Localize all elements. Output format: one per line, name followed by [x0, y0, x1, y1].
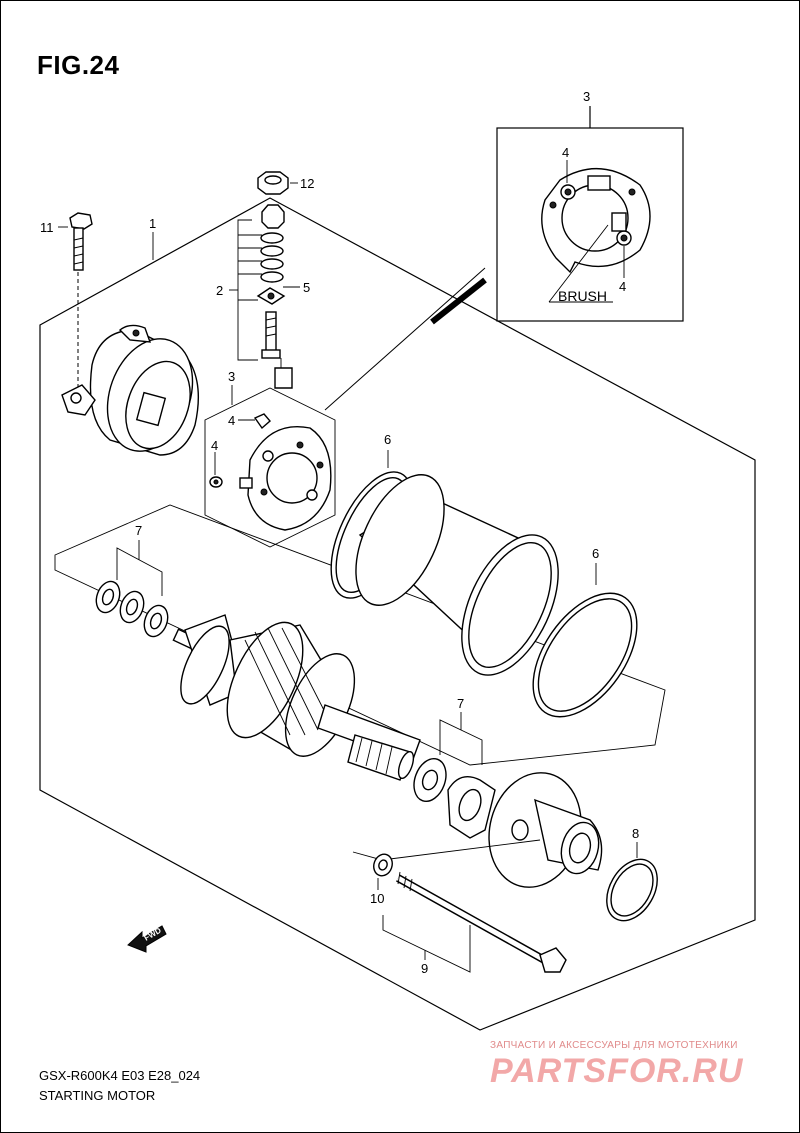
fwd-arrow-icon: [127, 925, 167, 953]
armature-group-outline: [54, 504, 666, 766]
callout-4-inset-right: 4: [619, 279, 626, 294]
callout-8: 8: [632, 826, 639, 841]
part-9-through-bolt: [396, 871, 567, 973]
leader-brush: [548, 224, 609, 303]
callout-4-main-b: 4: [211, 438, 218, 453]
watermark-caption: ЗАПЧАСТИ И АКСЕССУАРЫ ДЛЯ МОТОТЕХНИКИ: [490, 1040, 738, 1051]
bracket-2: [237, 219, 258, 361]
brush-label: BRUSH: [558, 288, 607, 304]
callout-3-inset: 3: [583, 89, 590, 104]
callout-7-left: 7: [135, 523, 142, 538]
callout-10: 10: [370, 891, 384, 906]
part-8-o-ring: [606, 858, 658, 922]
part-6-o-ring-right: [532, 592, 638, 718]
armature: [172, 614, 421, 781]
inset-link-thick: [430, 277, 487, 325]
assembly-outline: [39, 197, 756, 1031]
part-12-nut: [257, 171, 289, 195]
part-1-rear-cover: [61, 324, 200, 456]
callout-11: 11: [40, 220, 54, 235]
part-7-washers-right: [413, 757, 496, 839]
callout-1: 1: [149, 216, 156, 231]
inset-link-thin: [324, 267, 486, 411]
brush-holder-hex-box: [204, 387, 336, 548]
callout-2: 2: [216, 283, 223, 298]
motor-yoke: [355, 474, 559, 676]
part-2-terminal-stack: [256, 204, 293, 389]
section-name: STARTING MOTOR: [39, 1088, 156, 1103]
callout-4-main-a: 4: [228, 413, 235, 428]
callout-6-right: 6: [592, 546, 599, 561]
callout-9: 9: [421, 961, 428, 976]
part-10-washer: [373, 853, 393, 877]
figure-title: FIG.24: [37, 50, 120, 80]
bracket-7-left: [116, 547, 163, 596]
front-cover: [488, 772, 603, 888]
part-3-brush-holder: [209, 413, 332, 531]
part-11-bolt: [69, 212, 93, 390]
model-code: GSX-R600K4 E03 E28_024: [39, 1068, 201, 1083]
callout-3-main: 3: [228, 369, 235, 384]
callout-12: 12: [300, 176, 314, 191]
bracket-9: [382, 915, 471, 973]
inset-brush-holder: [541, 168, 651, 274]
callout-7-right: 7: [457, 696, 464, 711]
callout-5: 5: [303, 280, 310, 295]
callout-6-top: 6: [384, 432, 391, 447]
watermark-logo: PARTSFOR.RU: [490, 1052, 744, 1090]
part-7-washers-left: [95, 580, 169, 638]
callout-4-inset-top: 4: [562, 145, 569, 160]
